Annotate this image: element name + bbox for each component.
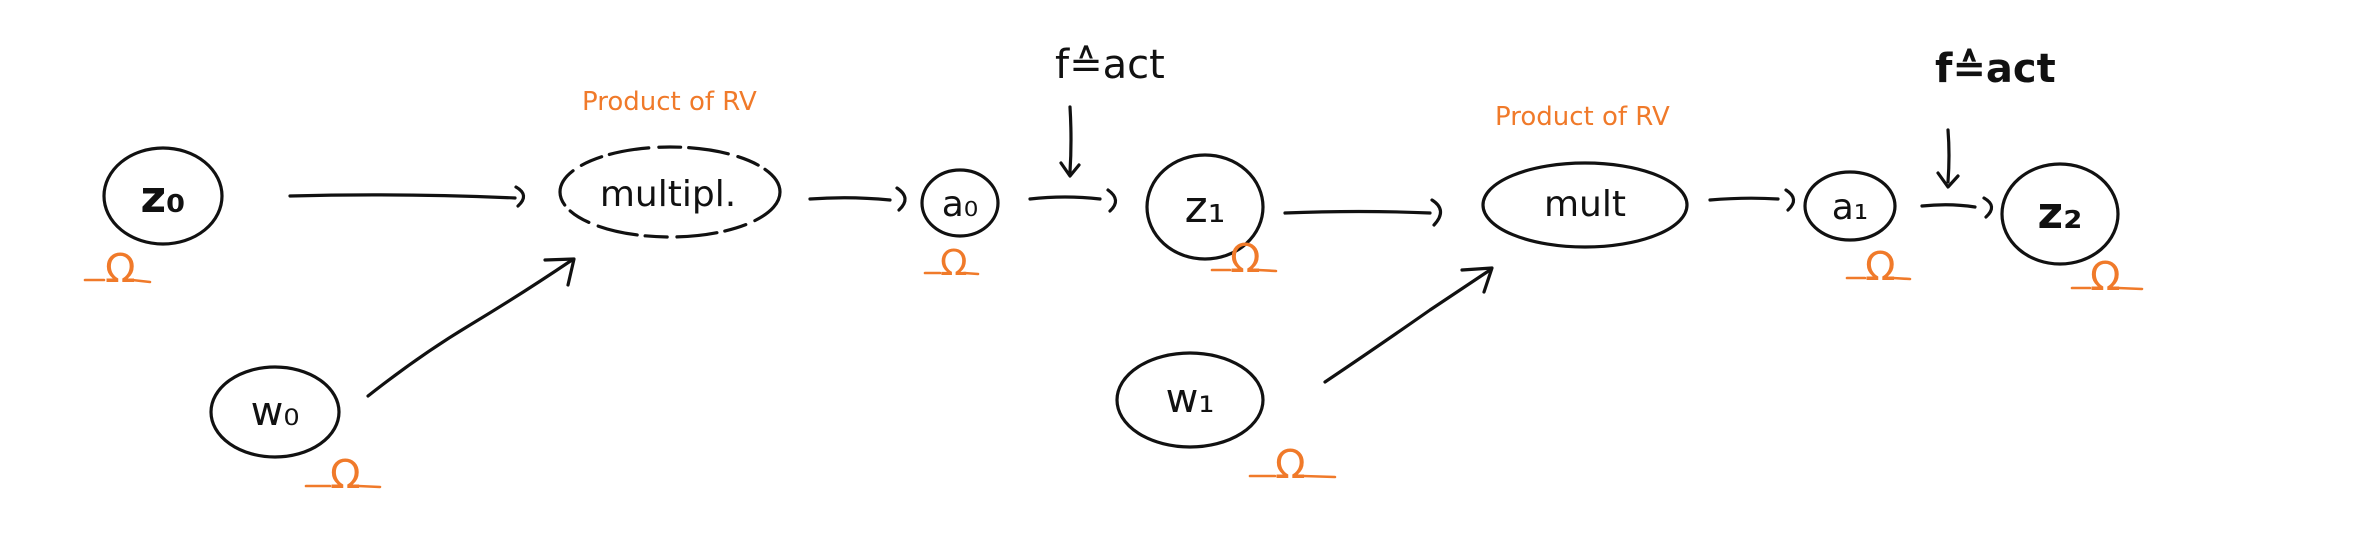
arrow-a1-to-z2 [1920,203,1977,209]
arrow-a1-to-z2-head [1982,196,1994,219]
arrow-z1-to-mult1-head [1430,198,1443,227]
arrow-z1-to-mult1 [1283,209,1432,215]
arrow-a0-to-z1-head [1106,188,1118,213]
node-a0-label: a₀ [942,184,979,225]
node-z1-label: z₁ [1185,182,1226,233]
arrow-w0-to-mult0-head [543,257,576,287]
arrow-z0-to-mult0-head [514,185,526,208]
annotation-fact0: f≙act [1055,42,1165,88]
omega-z0-tail [83,278,152,284]
node-w0-circle [209,365,341,459]
node-mult1-ellipse [1481,161,1689,249]
node-mult0-label: multipl. [600,174,736,215]
omega-a1-tail [1845,276,1912,281]
omega-w1-tail [1248,474,1337,479]
omega-w1: Ω [1275,442,1306,488]
arrow-w1-to-mult1 [1323,268,1492,384]
omega-a0-tail [923,271,980,276]
annotation-product1: Product of RV [1495,102,1670,132]
node-a0-circle [920,168,1000,238]
node-z1-circle [1145,153,1265,261]
omega-z2: Ω [2090,254,2121,300]
arrow-fact0-down [1068,105,1073,174]
omega-z0: Ω [105,246,136,292]
arrow-mult1-to-a1 [1708,196,1780,202]
arrow-fact0-down-head [1059,161,1081,178]
arrow-fact1-down [1946,128,1951,184]
arrow-mult0-to-a0 [808,196,892,202]
node-w1-label: w₁ [1166,376,1215,422]
omega-z1-tail [1210,268,1278,273]
arrow-w1-to-mult1-head [1460,266,1494,294]
node-z0-label: z₀ [141,172,186,223]
omega-a0: Ω [940,243,968,284]
omega-z2-tail [2070,286,2144,291]
node-z0-circle [102,146,224,246]
annotation-product0: Product of RV [582,87,757,117]
arrow-w0-to-mult0 [366,258,574,398]
arrow-fact1-down-head [1936,171,1960,189]
arrow-a0-to-z1 [1028,195,1102,201]
node-mult1-label: mult [1544,184,1626,225]
node-w1-circle [1115,351,1265,449]
node-a1-label: a₁ [1832,187,1869,228]
omega-w0-tail [304,484,382,489]
arrow-mult0-to-a0-head [895,186,907,212]
annotation-fact1: f≙act [1935,46,2056,92]
omega-a1: Ω [1865,244,1896,290]
node-z2-label: z₂ [2038,188,2083,239]
arrow-mult1-to-a1-head [1784,188,1796,212]
node-w0-label: w₀ [251,389,300,435]
node-z2-circle [2000,162,2120,266]
omega-z1: Ω [1230,236,1261,282]
node-mult0-ellipse [558,145,782,239]
arrow-z0-to-mult0 [288,193,517,200]
omega-w0: Ω [330,452,361,498]
node-a1-circle [1803,170,1897,242]
